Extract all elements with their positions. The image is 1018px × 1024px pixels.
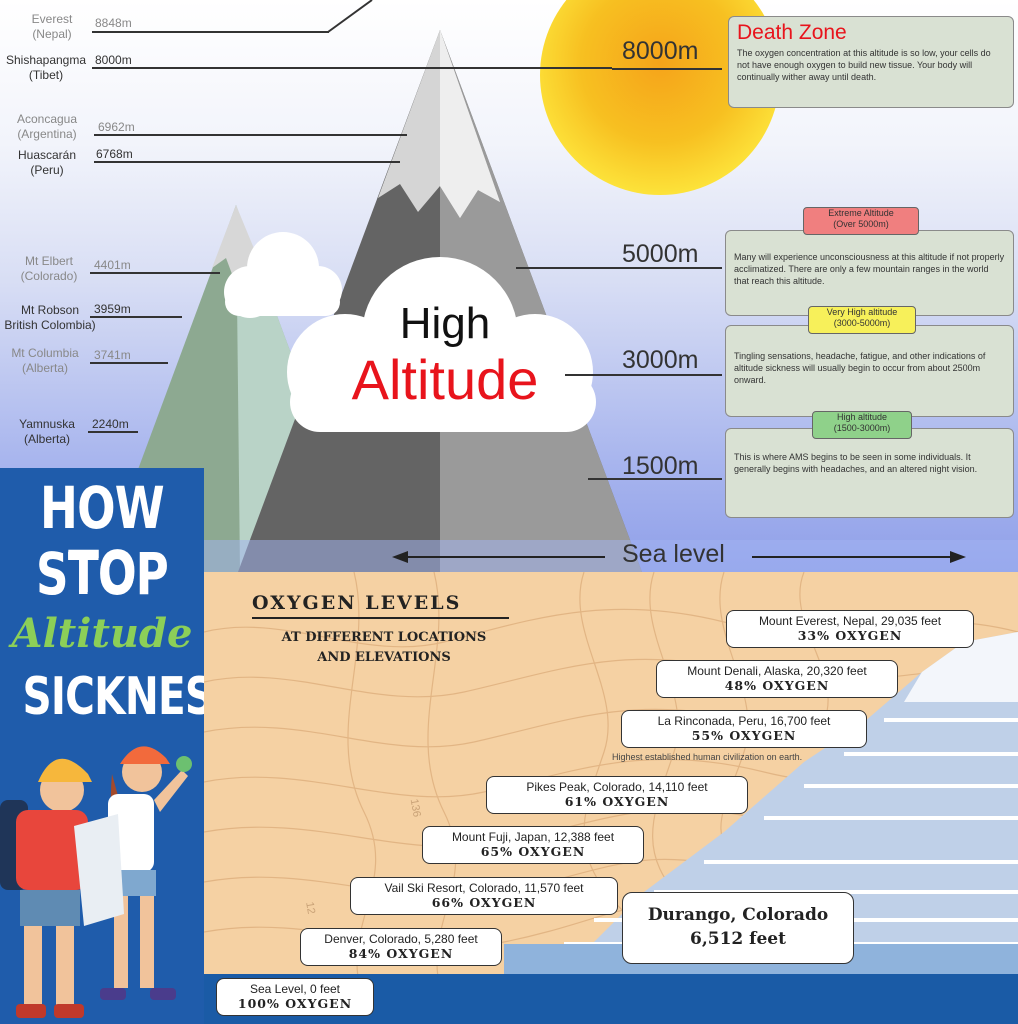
mountain-label-aconcagua: Aconcagua(Argentina) [16, 112, 78, 141]
mountain-label-everest: Everest(Nepal) [31, 12, 73, 41]
mountain-label-huascaran: Huascarán(Peru) [17, 148, 77, 177]
how-to-poster: HOW TO STOP Altitude SICKNESS [0, 468, 204, 1024]
height-elbert: 4401m [94, 258, 131, 272]
height-huascaran: 6768m [96, 147, 133, 161]
level-3000: 3000m [622, 346, 699, 374]
height-yamnuska: 2240m [92, 417, 129, 431]
very-high-altitude-text: Tingling sensations, headache, fatigue, … [734, 351, 986, 385]
high-altitude-box: This is where AMS begins to be seen in s… [725, 428, 1014, 518]
height-line [94, 134, 407, 136]
mountain-label-shishapangma: Shishapangma(Tibet) [5, 53, 87, 82]
height-line [94, 161, 400, 163]
poster-line-stop: STOP [36, 540, 169, 608]
height-line [92, 67, 612, 69]
hiker-back [100, 746, 192, 1000]
death-zone-title: Death Zone [737, 21, 847, 44]
mountain-label-columbia: Mt Columbia(Alberta) [11, 346, 79, 375]
mountain-label-yamnuska: Yamnuska(Alberta) [19, 417, 75, 446]
extreme-altitude-tag: Extreme Altitude(Over 5000m) [803, 207, 919, 235]
level-line [565, 374, 722, 376]
big-cloud [287, 257, 596, 432]
sea-level-label: Sea level [622, 540, 725, 568]
height-columbia: 3741m [94, 348, 131, 362]
height-robson: 3959m [94, 302, 131, 316]
height-line [90, 316, 182, 318]
height-shishapangma: 8000m [95, 53, 132, 67]
level-line [516, 267, 722, 269]
height-line [88, 431, 138, 433]
death-zone-box: Death Zone The oxygen concentration at t… [728, 16, 1014, 108]
extreme-altitude-box: Many will experience unconsciousness at … [725, 230, 1014, 316]
poster-line-sickness: SICKNESS [22, 667, 204, 727]
contour-number: 12 [303, 900, 318, 916]
very-high-altitude-box: Tingling sensations, headache, fatigue, … [725, 325, 1014, 417]
callout-durango: Durango, Colorado 6,512 feet [622, 892, 854, 964]
civilization-note: Highest established human civilization o… [612, 752, 803, 762]
death-zone-text: The oxygen concentration at this altitud… [737, 48, 991, 82]
high-altitude-text: This is where AMS begins to be seen in s… [734, 452, 978, 474]
level-5000: 5000m [622, 240, 699, 268]
sun [540, 0, 780, 195]
level-line [612, 68, 722, 70]
very-high-altitude-tag: Very High altitude(3000-5000m) [808, 306, 916, 334]
height-line [90, 362, 168, 364]
level-1500: 1500m [622, 452, 699, 480]
oxygen-title: OXYGEN LEVELS [252, 592, 462, 614]
mountain-label-elbert: Mt Elbert(Colorado) [20, 254, 78, 283]
level-line [588, 478, 722, 480]
height-everest: 8848m [95, 16, 132, 30]
high-altitude-tag: High altitude(1500-3000m) [812, 411, 912, 439]
extreme-altitude-text: Many will experience unconsciousness at … [734, 252, 1005, 286]
cloud-title-high: High [399, 299, 491, 348]
level-8000: 8000m [622, 37, 699, 65]
poster-line-how-to: HOW TO [40, 474, 165, 606]
hiker-front [0, 758, 124, 1018]
title-underline [252, 617, 509, 619]
height-line [92, 31, 329, 33]
height-aconcagua: 6962m [98, 120, 135, 134]
hikers-illustration [0, 746, 192, 1018]
height-line [90, 272, 220, 274]
cloud-title-altitude: Altitude [351, 348, 539, 411]
poster-script-altitude: Altitude [11, 610, 193, 657]
oxygen-levels-panel: 136 12 OXYGEN LEVELS AT DIFFERENT LOCATI… [204, 572, 1018, 1024]
small-cloud [224, 232, 342, 318]
